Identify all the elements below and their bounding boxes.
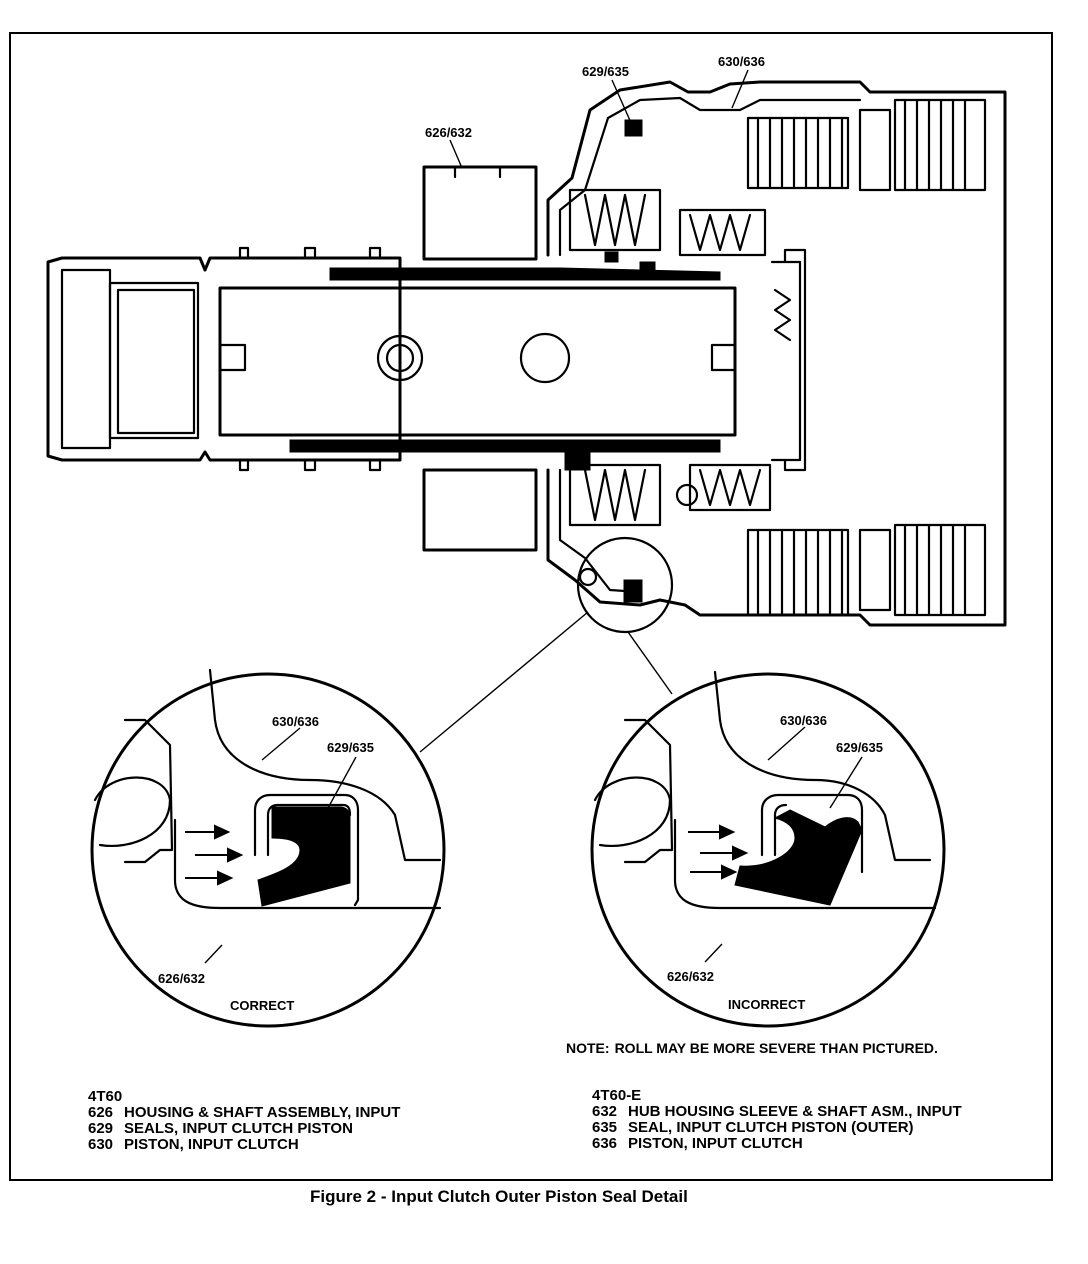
legend-right-model: 4T60-E bbox=[592, 1087, 641, 1104]
note-prefix: NOTE: bbox=[566, 1040, 610, 1056]
housing-label-top: 626/632 bbox=[425, 125, 472, 140]
detail-correct-housing-label: 626/632 bbox=[158, 971, 205, 986]
figure-frame bbox=[9, 32, 1053, 1181]
detail-callout-circle bbox=[576, 536, 674, 634]
legend-right-desc-1: SEAL, INPUT CLUTCH PISTON (OUTER) bbox=[628, 1119, 914, 1136]
legend-4t60e: 4T60-E 632 HUB HOUSING SLEEVE & SHAFT AS… bbox=[592, 1087, 962, 1152]
detail-correct: 630/636 629/635 626/632 CORRECT bbox=[90, 668, 446, 1028]
legend-left-desc-0: HOUSING & SHAFT ASSEMBLY, INPUT bbox=[124, 1104, 400, 1121]
detail-incorrect-piston-label: 630/636 bbox=[780, 713, 827, 728]
detail-incorrect: 630/636 629/635 626/632 INCORRECT bbox=[590, 670, 946, 1028]
legend-left-num-0: 626 bbox=[88, 1104, 113, 1121]
legend-left-desc-1: SEALS, INPUT CLUTCH PISTON bbox=[124, 1120, 353, 1137]
detail-correct-piston-label: 630/636 bbox=[272, 714, 319, 729]
note-text: NOTE: ROLL MAY BE MORE SEVERE THAN PICTUR… bbox=[566, 1040, 938, 1056]
legend-left-num-1: 629 bbox=[88, 1120, 113, 1137]
legend-right-num-2: 636 bbox=[592, 1135, 617, 1152]
legend-right-num-1: 635 bbox=[592, 1119, 617, 1136]
detail-incorrect-status: INCORRECT bbox=[728, 997, 805, 1012]
legend-right-num-0: 632 bbox=[592, 1103, 617, 1120]
legend-4t60: 4T60 626 HOUSING & SHAFT ASSEMBLY, INPUT… bbox=[88, 1088, 400, 1153]
legend-left-num-2: 630 bbox=[88, 1136, 113, 1153]
detail-incorrect-housing-label: 626/632 bbox=[667, 969, 714, 984]
figure-caption: Figure 2 - Input Clutch Outer Piston Sea… bbox=[310, 1187, 688, 1206]
seal-label-top: 629/635 bbox=[582, 64, 629, 79]
detail-incorrect-seal-label: 629/635 bbox=[836, 740, 883, 755]
detail-correct-status: CORRECT bbox=[230, 998, 294, 1013]
legend-left-desc-2: PISTON, INPUT CLUTCH bbox=[124, 1136, 299, 1153]
detail-correct-seal-label: 629/635 bbox=[327, 740, 374, 755]
legend-right-desc-2: PISTON, INPUT CLUTCH bbox=[628, 1135, 803, 1152]
legend-right-desc-0: HUB HOUSING SLEEVE & SHAFT ASM., INPUT bbox=[628, 1103, 962, 1120]
note-body: ROLL MAY BE MORE SEVERE THAN PICTURED. bbox=[615, 1040, 938, 1056]
legend-left-model: 4T60 bbox=[88, 1088, 122, 1105]
piston-label-top: 630/636 bbox=[718, 54, 765, 69]
clutch-cross-section bbox=[46, 80, 1007, 634]
